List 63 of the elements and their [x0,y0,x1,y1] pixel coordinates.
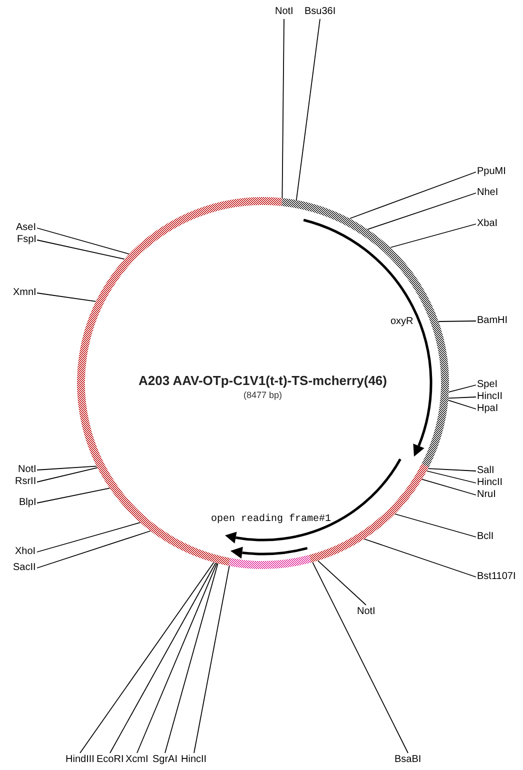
leader-line [296,18,320,200]
restriction-site-label: NotI [18,464,36,476]
leader-line [282,18,284,198]
leader-line [390,224,476,248]
leader-line [367,192,476,230]
restriction-site-label: XbaI [477,218,498,230]
restriction-site-label: SgrAI [152,754,178,766]
restriction-site-label: Bst1107I [477,571,516,583]
leader-line [164,562,218,754]
restriction-site-label: SacII [13,562,36,574]
feature-label: open reading frame#1 [211,514,332,526]
restriction-site-label: SpeI [477,379,498,391]
leader-line [80,562,214,754]
leader-line [110,562,216,754]
leader-line [364,538,476,578]
restriction-site-label: HincII [181,754,207,766]
restriction-site-label: HincII [477,391,503,403]
leader-line [428,468,476,472]
leader-line [36,228,130,254]
restriction-site-label: PpuMI [477,166,506,178]
restriction-site-label: HpaI [477,403,498,415]
leader-line [36,522,141,552]
leader-line [349,172,476,219]
restriction-site-label: BlpI [19,497,36,509]
plasmid-map-ring [77,197,449,569]
restriction-site-label: NheI [477,187,498,199]
leader-line [438,320,476,322]
restriction-site-label: XcmI [126,754,148,766]
restriction-site-label: EcoRI [96,754,124,766]
restriction-site-label: HindIII [66,754,94,766]
leader-line [36,240,125,260]
leader-line [36,466,98,470]
restriction-site-label: RsrII [15,476,36,488]
leader-line [448,384,476,393]
restriction-site-label: BsaBI [394,754,422,766]
restriction-site-label: XmnI [13,287,36,299]
plasmid-size: (8477 bp) [244,390,282,400]
restriction-site-label: NruI [477,489,496,501]
restriction-site-label: FspI [17,234,36,246]
restriction-site-label: NotI [275,6,294,18]
restriction-site-label: SalI [477,465,494,477]
restriction-site-label: AseI [16,222,36,234]
restriction-site-label: XhoI [15,546,36,558]
leader-line [36,467,98,482]
restriction-site-label: BclI [477,531,494,543]
leader-line [194,565,230,754]
feature-label: oxyR [390,316,414,328]
plasmid-title: A203 AAV-OTp-C1V1(t-t)-TS-mcherry(46) [138,373,387,389]
leader-line [136,562,218,754]
restriction-site-label: HincII [477,477,503,489]
restriction-site-label: NotI [357,606,376,618]
leader-line [36,488,110,504]
restriction-site-label: Bsu36I [304,6,336,18]
leader-line [36,292,96,302]
leader-line [426,470,476,484]
leader-line [394,514,476,538]
restriction-site-label: BamHI [477,315,508,327]
leader-line [448,400,476,410]
leader-line [36,530,151,568]
leader-line [448,396,476,399]
leader-line [312,562,408,754]
leader-line [317,560,366,606]
leader-line [422,478,476,496]
